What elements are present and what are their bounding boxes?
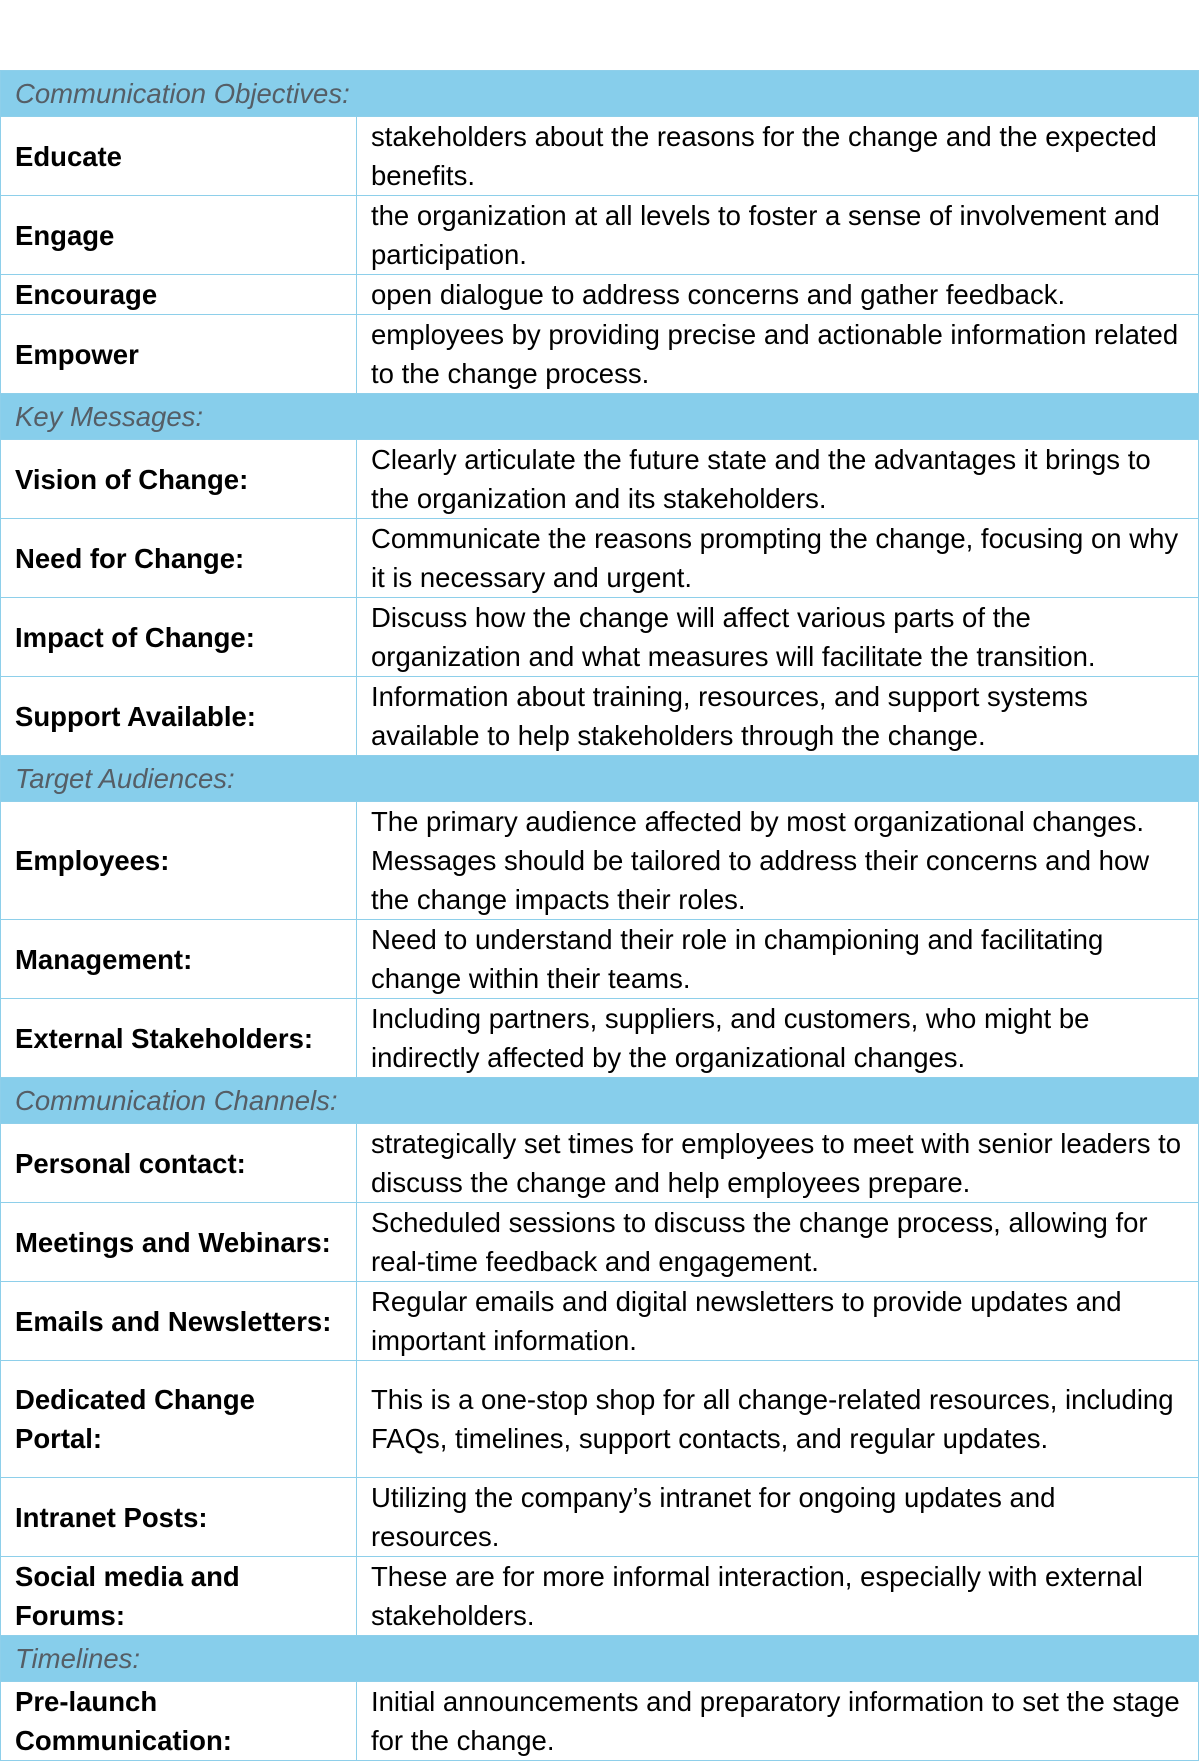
table-row: Meetings and Webinars: Scheduled session… bbox=[0, 1202, 1199, 1282]
row-description: These are for more informal interaction,… bbox=[356, 1556, 1199, 1636]
row-term: Support Available: bbox=[0, 676, 357, 756]
row-description: stakeholders about the reasons for the c… bbox=[356, 116, 1199, 196]
table-row: Engage the organization at all levels to… bbox=[0, 195, 1199, 275]
row-term: Employees: bbox=[0, 801, 357, 920]
row-term: Management: bbox=[0, 919, 357, 999]
row-description: Clearly articulate the future state and … bbox=[356, 439, 1199, 519]
row-description: open dialogue to address concerns and ga… bbox=[356, 274, 1199, 315]
table-row: Dedicated Change Portal: This is a one-s… bbox=[0, 1360, 1199, 1478]
row-description: This is a one-stop shop for all change-r… bbox=[356, 1360, 1199, 1478]
row-description: Discuss how the change will affect vario… bbox=[356, 597, 1199, 677]
table-row: Social media and Forums: These are for m… bbox=[0, 1556, 1199, 1636]
row-description: Regular emails and digital newsletters t… bbox=[356, 1281, 1199, 1361]
section-header-key-messages: Key Messages: bbox=[0, 393, 1199, 440]
row-term: Engage bbox=[0, 195, 357, 275]
row-term: Impact of Change: bbox=[0, 597, 357, 677]
row-term: Encourage bbox=[0, 274, 357, 315]
table-row: Management: Need to understand their rol… bbox=[0, 919, 1199, 999]
table-row: Emails and Newsletters: Regular emails a… bbox=[0, 1281, 1199, 1361]
section-title: Timelines: bbox=[0, 1635, 1199, 1682]
section-title: Communication Channels: bbox=[0, 1077, 1199, 1124]
row-term: Empower bbox=[0, 314, 357, 394]
section-header-communication-objectives: Communication Objectives: bbox=[0, 70, 1199, 117]
section-header-target-audiences: Target Audiences: bbox=[0, 755, 1199, 802]
table-row: External Stakeholders: Including partner… bbox=[0, 998, 1199, 1078]
row-description: employees by providing precise and actio… bbox=[356, 314, 1199, 394]
table-row: Pre-launch Communication: Initial announ… bbox=[0, 1681, 1199, 1761]
row-term: Pre-launch Communication: bbox=[0, 1681, 357, 1761]
section-title: Target Audiences: bbox=[0, 755, 1199, 802]
row-description: Scheduled sessions to discuss the change… bbox=[356, 1202, 1199, 1282]
table-row: Support Available: Information about tra… bbox=[0, 676, 1199, 756]
row-term: External Stakeholders: bbox=[0, 998, 357, 1078]
row-term: Dedicated Change Portal: bbox=[0, 1360, 357, 1478]
table-row: Impact of Change: Discuss how the change… bbox=[0, 597, 1199, 677]
row-description: Information about training, resources, a… bbox=[356, 676, 1199, 756]
communication-plan-table: Communication Objectives: Educate stakeh… bbox=[0, 70, 1199, 1761]
table-row: Empower employees by providing precise a… bbox=[0, 314, 1199, 394]
table-row: Employees: The primary audience affected… bbox=[0, 801, 1199, 920]
row-term: Need for Change: bbox=[0, 518, 357, 598]
row-term: Intranet Posts: bbox=[0, 1477, 357, 1557]
row-term: Personal contact: bbox=[0, 1123, 357, 1203]
row-description: strategically set times for employees to… bbox=[356, 1123, 1199, 1203]
row-term: Meetings and Webinars: bbox=[0, 1202, 357, 1282]
table-row: Vision of Change: Clearly articulate the… bbox=[0, 439, 1199, 519]
row-description: Communicate the reasons prompting the ch… bbox=[356, 518, 1199, 598]
table-row: Need for Change: Communicate the reasons… bbox=[0, 518, 1199, 598]
table-row: Educate stakeholders about the reasons f… bbox=[0, 116, 1199, 196]
row-term: Social media and Forums: bbox=[0, 1556, 357, 1636]
row-description: Including partners, suppliers, and custo… bbox=[356, 998, 1199, 1078]
row-term: Emails and Newsletters: bbox=[0, 1281, 357, 1361]
row-term: Educate bbox=[0, 116, 357, 196]
section-header-communication-channels: Communication Channels: bbox=[0, 1077, 1199, 1124]
row-description: The primary audience affected by most or… bbox=[356, 801, 1199, 920]
section-title: Communication Objectives: bbox=[0, 70, 1199, 117]
table-row: Intranet Posts: Utilizing the company’s … bbox=[0, 1477, 1199, 1557]
row-description: Initial announcements and preparatory in… bbox=[356, 1681, 1199, 1761]
row-description: the organization at all levels to foster… bbox=[356, 195, 1199, 275]
section-header-timelines: Timelines: bbox=[0, 1635, 1199, 1682]
row-description: Utilizing the company’s intranet for ong… bbox=[356, 1477, 1199, 1557]
table-row: Personal contact: strategically set time… bbox=[0, 1123, 1199, 1203]
section-title: Key Messages: bbox=[0, 393, 1199, 440]
table-row: Encourage open dialogue to address conce… bbox=[0, 274, 1199, 315]
row-term: Vision of Change: bbox=[0, 439, 357, 519]
row-description: Need to understand their role in champio… bbox=[356, 919, 1199, 999]
